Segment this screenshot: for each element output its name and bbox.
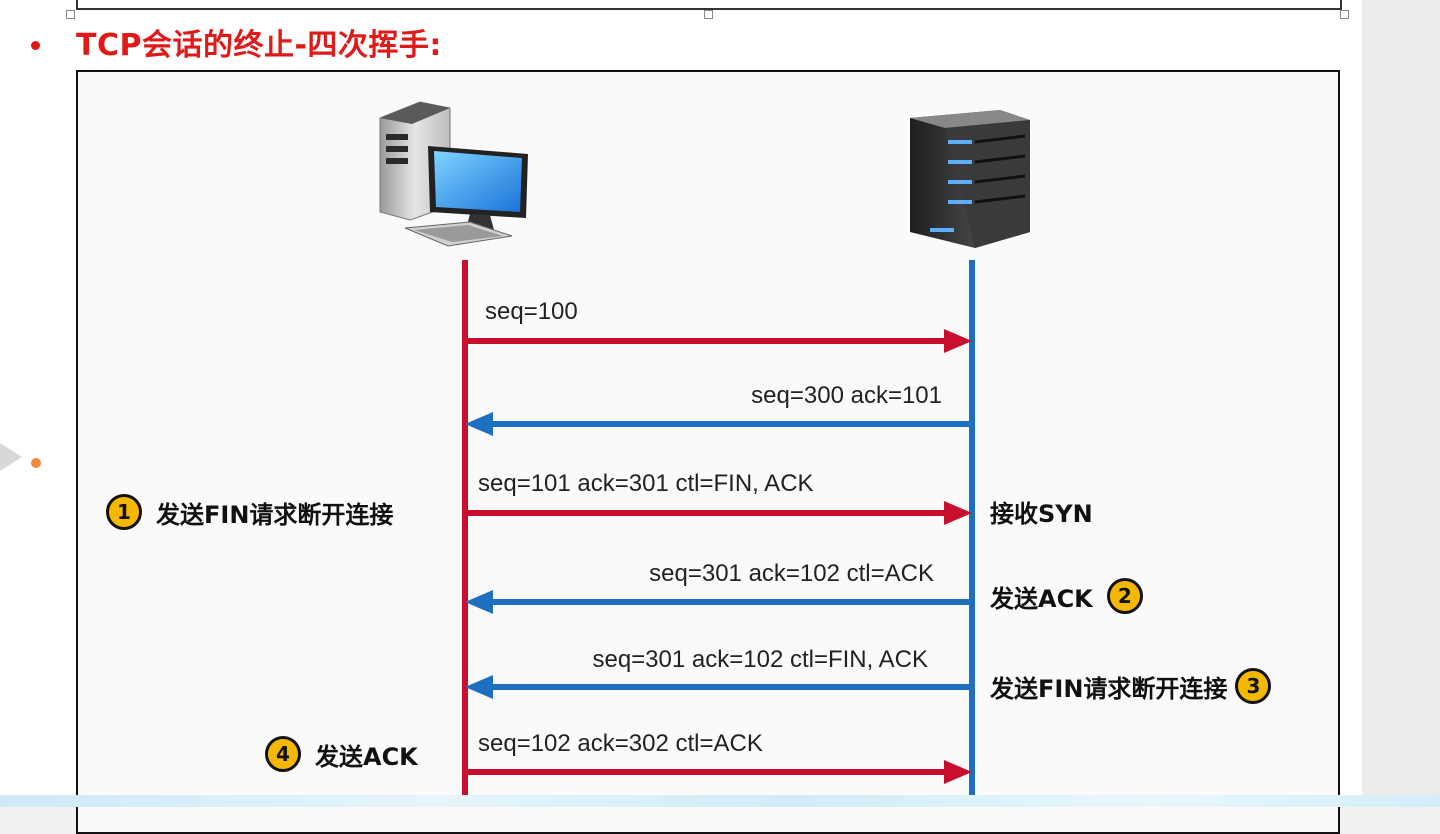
resize-handle-left[interactable] (66, 10, 75, 19)
message-arrow-1 (465, 329, 972, 353)
step-4-note: 4 发送ACK (265, 736, 418, 772)
message-arrow-2 (465, 412, 972, 436)
side-panel (1362, 0, 1440, 807)
rack-server-icon (910, 110, 1030, 248)
step-1-text: 发送FIN请求断开连接 (156, 500, 394, 529)
step-4-text: 发送ACK (315, 742, 418, 771)
pointer-dot-icon (31, 458, 41, 468)
message-label-5: seq=301 ack=102 ctl=FIN, ACK (592, 646, 928, 673)
diagram-frame (76, 70, 1340, 834)
slide-canvas: TCP会话的终止-四次挥手: (0, 0, 1362, 834)
step-3-note: 发送FIN请求断开连接 3 (990, 668, 1272, 704)
desktop-computer-icon (379, 101, 528, 247)
message-label-1: seq=100 (485, 298, 578, 325)
sequence-diagram (379, 101, 1030, 800)
step-2-text: 发送ACK (990, 584, 1093, 613)
step-2-note: 发送ACK 2 (990, 578, 1143, 614)
resize-handle-center[interactable] (704, 10, 713, 19)
message-arrow-4 (465, 590, 972, 614)
slide-title: TCP会话的终止-四次挥手: (76, 28, 442, 63)
message-label-3: seq=101 ack=301 ctl=FIN, ACK (478, 470, 814, 497)
step-1-badge: 1 (106, 494, 142, 530)
step-3-badge: 3 (1235, 668, 1272, 704)
resize-handle-right[interactable] (1340, 10, 1349, 19)
step-2-badge: 2 (1106, 578, 1143, 614)
message-arrow-6 (465, 760, 972, 784)
step-4-badge: 4 (265, 736, 301, 772)
message-label-2: seq=300 ack=101 (751, 382, 942, 409)
step-1-note: 1 发送FIN请求断开连接 (106, 494, 393, 530)
title-bullet (31, 41, 40, 50)
receive-text: 接收SYN (990, 500, 1093, 528)
bottom-edge-strip (0, 795, 1440, 807)
step-3-text: 发送FIN请求断开连接 (990, 674, 1228, 703)
message-arrow-5 (465, 675, 972, 699)
receive-note: 接收SYN (990, 494, 1093, 529)
slide-nav-arrow-icon[interactable] (0, 443, 22, 471)
message-label-4: seq=301 ack=102 ctl=ACK (649, 560, 934, 587)
message-arrow-3 (465, 501, 972, 525)
message-label-6: seq=102 ack=302 ctl=ACK (478, 730, 763, 757)
previous-diagram-frame (76, 0, 1342, 10)
